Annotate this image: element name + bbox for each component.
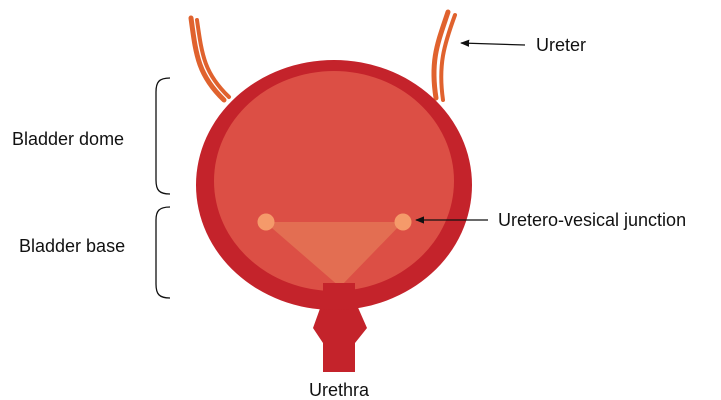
- ureter-label: Ureter: [536, 35, 586, 55]
- left-ureteric-orifice: [258, 214, 275, 231]
- left-ureter: [191, 18, 229, 100]
- ureter-arrow: [461, 43, 525, 45]
- right-ureter: [434, 12, 455, 100]
- uretero-vesical-junction-label: Uretero-vesical junction: [498, 210, 686, 230]
- bladder-neck: [323, 283, 355, 303]
- bladder-dome-label: Bladder dome: [12, 129, 124, 149]
- urethra-label: Urethra: [309, 380, 370, 400]
- bladder-base-label: Bladder base: [19, 236, 125, 256]
- bladder-dome-bracket: [156, 78, 170, 194]
- right-ureteric-orifice: [395, 214, 412, 231]
- bladder-base-bracket: [156, 207, 170, 298]
